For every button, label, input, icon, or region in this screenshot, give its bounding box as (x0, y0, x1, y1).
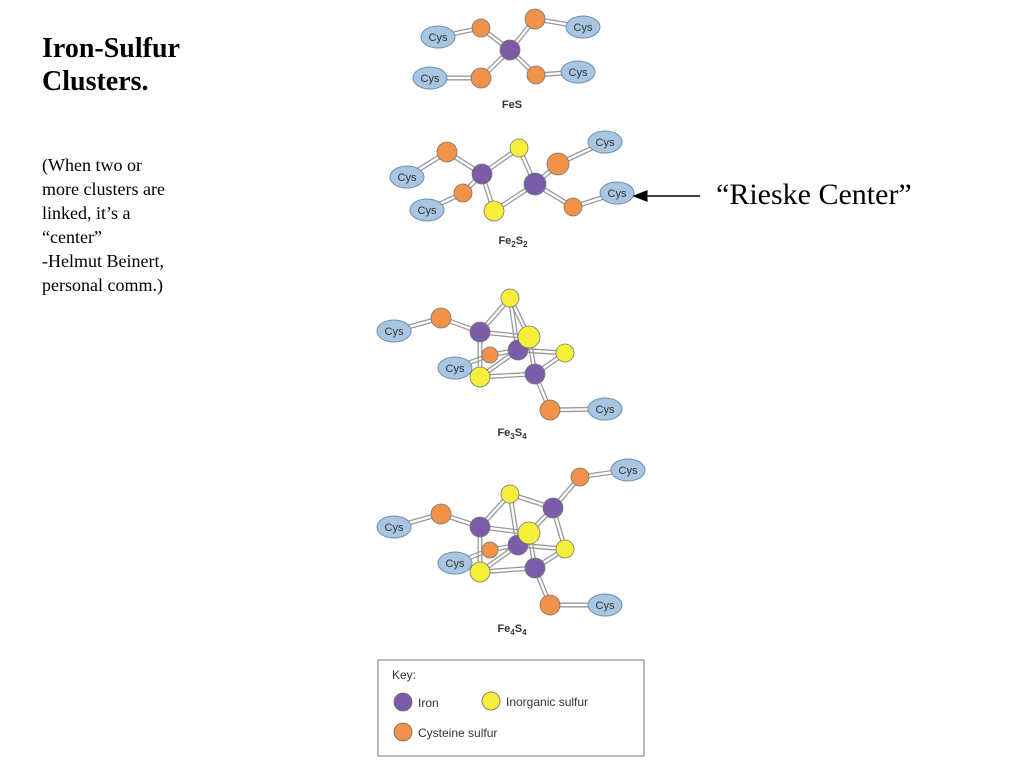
inorganic-sulfur-atom (500, 484, 520, 504)
cysteine-sulfur-atom (436, 141, 458, 163)
cys-group (412, 66, 448, 90)
inorganic-sulfur-atom (469, 366, 491, 388)
legend-cysteine-sulfur-label: Cysteine sulfur (418, 726, 497, 740)
note-line: (When two or (42, 155, 142, 175)
cys-label: Cys (421, 73, 440, 85)
inorganic-sulfur-atom (555, 539, 575, 559)
side-note: (When two or more clusters are linked, i… (42, 153, 242, 297)
cys-label: Cys (398, 172, 417, 184)
cysteine-sulfur-atom (430, 307, 452, 329)
page-title: Iron-Sulfur Clusters. (42, 32, 242, 98)
cysteine-sulfur-atom (526, 65, 546, 85)
note-line: “center” (42, 227, 102, 247)
rieske-center-label: “Rieske Center” (716, 178, 912, 211)
iron-atom (542, 497, 564, 519)
cys-group (560, 60, 596, 84)
inorganic-sulfur-atom (500, 288, 520, 308)
cysteine-sulfur-atom (546, 152, 570, 176)
cys-label: Cys (429, 32, 448, 44)
iron-atom (523, 172, 547, 196)
cys-label: Cys (596, 600, 615, 612)
inorganic-sulfur-atom (483, 200, 505, 222)
cysteine-sulfur-atom (470, 67, 492, 89)
legend-title: Key: (392, 668, 416, 682)
cysteine-sulfur-atom (481, 541, 499, 559)
note-line: more clusters are (42, 179, 165, 199)
legend-key: Key: Iron Inorganic sulfur Cysteine sulf… (377, 659, 645, 757)
cys-group (376, 319, 412, 343)
iron-atom (469, 516, 491, 538)
cys-group (389, 165, 425, 189)
inorganic-sulfur-atom (517, 325, 541, 349)
legend-box (377, 659, 645, 757)
cys-group (587, 397, 623, 421)
cys-group (587, 130, 623, 154)
inorganic-sulfur-atom (555, 343, 575, 363)
cysteine-sulfur-atom (539, 399, 561, 421)
cysteine-sulfur-swatch (393, 722, 413, 742)
cys-group (437, 356, 473, 380)
iron-atom (524, 557, 546, 579)
formula-label: Fe3S4 (497, 427, 527, 441)
formula-label: Fe2S2 (498, 235, 528, 249)
cysteine-sulfur-atom (524, 8, 546, 30)
formula-label: Fe4S4 (497, 623, 527, 637)
inorganic-sulfur-swatch (481, 691, 501, 711)
iron-atom (524, 363, 546, 385)
cys-group (610, 458, 646, 482)
cys-group (437, 551, 473, 575)
cysteine-sulfur-atom (453, 183, 473, 203)
title-line: Iron-Sulfur (42, 33, 180, 64)
inorganic-sulfur-atom (509, 138, 529, 158)
note-line: -Helmut Beinert, (42, 251, 164, 271)
iron-atom (469, 321, 491, 343)
cysteine-sulfur-atom (539, 594, 561, 616)
legend-iron-label: Iron (418, 696, 439, 710)
cys-group (587, 593, 623, 617)
cysteine-sulfur-atom (570, 467, 590, 487)
cysteine-sulfur-atom (430, 503, 452, 525)
cys-label: Cys (446, 558, 465, 570)
iron-swatch (393, 692, 413, 712)
title-line: Clusters. (42, 66, 149, 97)
cys-label: Cys (574, 22, 593, 34)
cys-group (409, 198, 445, 222)
cysteine-sulfur-atom (471, 18, 491, 38)
note-line: linked, it’s a (42, 203, 131, 223)
cys-label: Cys (608, 188, 627, 200)
inorganic-sulfur-atom (469, 561, 491, 583)
inorganic-sulfur-atom (517, 521, 541, 545)
cysteine-sulfur-atom (481, 346, 499, 364)
iron-atom (499, 39, 521, 61)
cys-group (376, 515, 412, 539)
legend-inorganic-sulfur-label: Inorganic sulfur (506, 695, 588, 709)
cysteine-sulfur-atom (563, 197, 583, 217)
note-line: personal comm.) (42, 275, 163, 295)
cys-group (420, 25, 456, 49)
cys-label: Cys (596, 137, 615, 149)
cys-label: Cys (385, 326, 404, 338)
cys-group (565, 15, 601, 39)
formula-label: FeS (502, 99, 522, 111)
cys-label: Cys (385, 522, 404, 534)
cys-label: Cys (619, 465, 638, 477)
cys-label: Cys (596, 404, 615, 416)
cys-label: Cys (418, 205, 437, 217)
iron-atom (471, 163, 493, 185)
cys-label: Cys (569, 67, 588, 79)
cys-label: Cys (446, 363, 465, 375)
